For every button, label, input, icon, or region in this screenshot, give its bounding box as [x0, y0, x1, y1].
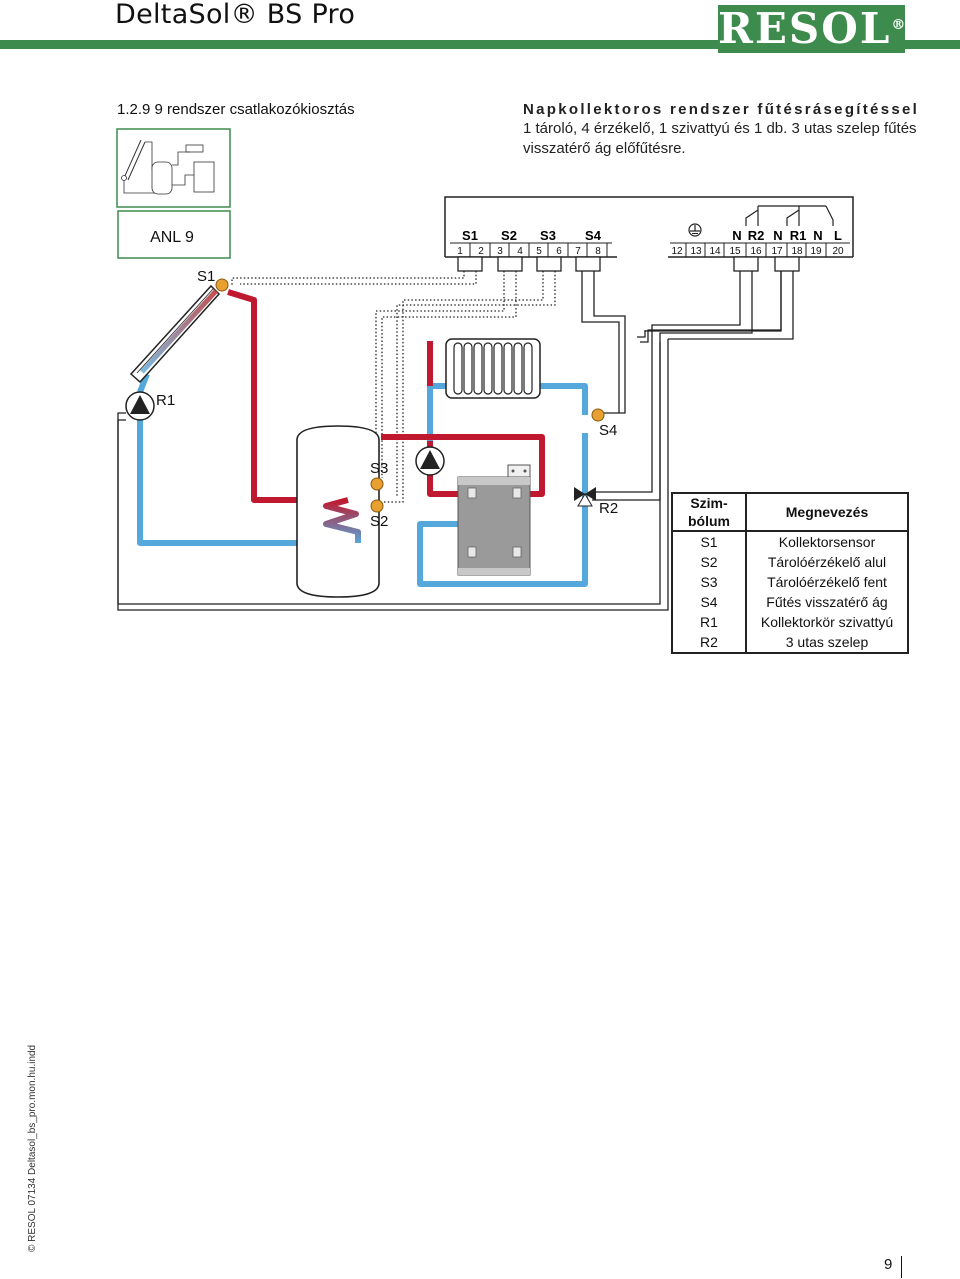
- system-thumbnail: [116, 128, 231, 208]
- table-cell-name: Kollektorsensor: [745, 531, 909, 552]
- terminal-number: 13: [690, 246, 702, 257]
- pump-icon-r1: [125, 391, 155, 421]
- terminal-number: 2: [478, 246, 484, 257]
- relay-label: N: [773, 228, 782, 243]
- scheme-label: ANL 9: [150, 229, 194, 246]
- terminal-group-s4: S4: [585, 228, 602, 243]
- page-number-divider: [901, 1256, 902, 1278]
- footer-copyright: © RESOL 07134 Deltasol_bs_pro.mon.hu.ind…: [27, 1044, 38, 1252]
- terminal-number: 15: [729, 246, 741, 257]
- terminal-number: 4: [517, 246, 523, 257]
- label-s2: S2: [370, 513, 388, 530]
- boiler-icon: [457, 464, 531, 576]
- table-cell-name: Tárolóérzékelő fent: [745, 572, 909, 592]
- s4-cable: [581, 271, 626, 414]
- table-cell-name: Fűtés visszatérő ág: [745, 592, 909, 612]
- storage-tank-icon: [296, 425, 380, 598]
- sensor-s2-dot: [370, 499, 384, 513]
- table-cell-symbol: R1: [671, 612, 747, 632]
- three-way-valve-icon: [574, 487, 596, 507]
- terminal-group-s2: S2: [501, 228, 517, 243]
- terminal-number: 6: [556, 246, 562, 257]
- table-cell-symbol: S2: [671, 552, 747, 572]
- table-header-row: Szim- bólum Megnevezés: [671, 492, 909, 532]
- relay-label: L: [834, 228, 842, 243]
- system-title: Napkollektoros rendszer fűtésrásegítésse…: [523, 101, 920, 118]
- table-header-symbol: Szim- bólum: [671, 492, 747, 532]
- connector-blocks: [457, 256, 800, 272]
- product-title: DeltaSol® BS Pro: [115, 0, 356, 30]
- resol-logo: RESOL®: [718, 5, 905, 53]
- table-cell-symbol: R2: [671, 632, 747, 654]
- terminal-number: 3: [497, 246, 503, 257]
- sensor-cables: [231, 271, 556, 503]
- terminal-number: 5: [536, 246, 542, 257]
- label-r1: R1: [156, 392, 175, 409]
- terminal-number: 12: [671, 246, 683, 257]
- relay-label: R1: [790, 228, 807, 243]
- page-number: 9: [884, 1256, 893, 1273]
- terminal-number: 17: [771, 246, 783, 257]
- relay-label: N: [813, 228, 822, 243]
- terminal-number: 8: [595, 246, 601, 257]
- terminal-number: 14: [709, 246, 721, 257]
- terminal-number: 20: [832, 246, 844, 257]
- header-bar: [0, 40, 960, 49]
- label-r2: R2: [599, 500, 618, 517]
- label-s1: S1: [197, 268, 215, 285]
- table-header-symbol-text: Szim- bólum: [688, 495, 730, 529]
- table-cell-name: Tárolóérzékelő alul: [745, 552, 909, 572]
- terminal-group-s3: S3: [540, 228, 556, 243]
- section-heading: 1.2.9 9 rendszer csatlakozókiosztás: [117, 101, 355, 118]
- sensor-dots: [215, 278, 605, 513]
- terminal-number: 19: [810, 246, 822, 257]
- system-description: 1 tároló, 4 érzékelő, 1 szivattyú és 1 d…: [523, 120, 917, 157]
- radiator-icon: [445, 338, 541, 399]
- sensor-s1-dot: [215, 278, 229, 292]
- table-cell-name: 3 utas szelep: [745, 632, 909, 654]
- terminal-number: 7: [575, 246, 581, 257]
- pump-cable: [117, 271, 782, 605]
- label-s3: S3: [370, 460, 388, 477]
- terminal-group-s1: S1: [462, 228, 478, 243]
- solar-collector-icon: [129, 284, 221, 384]
- label-s4: S4: [599, 422, 617, 439]
- terminal-number: 16: [750, 246, 762, 257]
- terminal-number: 1: [457, 246, 463, 257]
- table-cell-name: Kollektorkör szivattyú: [745, 612, 909, 632]
- table-header-name: Megnevezés: [745, 492, 909, 532]
- sensor-s4-dot: [591, 408, 605, 422]
- scheme-label-box: [117, 210, 231, 259]
- table-cell-symbol: S1: [671, 531, 747, 552]
- logo-registered-mark: ®: [891, 17, 905, 33]
- relay-cables: [117, 271, 794, 611]
- relay-switch-icons: [745, 205, 834, 226]
- sensor-s3-dot: [370, 477, 384, 491]
- ground-icon: [688, 223, 702, 237]
- terminal-strip: S1 S2 S3 S4 1 2 3 4 5 6 7 8 12 13 14 15 …: [444, 196, 854, 258]
- relay-label: N: [732, 228, 741, 243]
- logo-text: RESOL: [718, 5, 892, 53]
- pump-icon-heating: [415, 446, 445, 476]
- relay-label: R2: [748, 228, 765, 243]
- table-cell-symbol: S4: [671, 592, 747, 612]
- table-cell-symbol: S3: [671, 572, 747, 592]
- terminal-number: 18: [791, 246, 803, 257]
